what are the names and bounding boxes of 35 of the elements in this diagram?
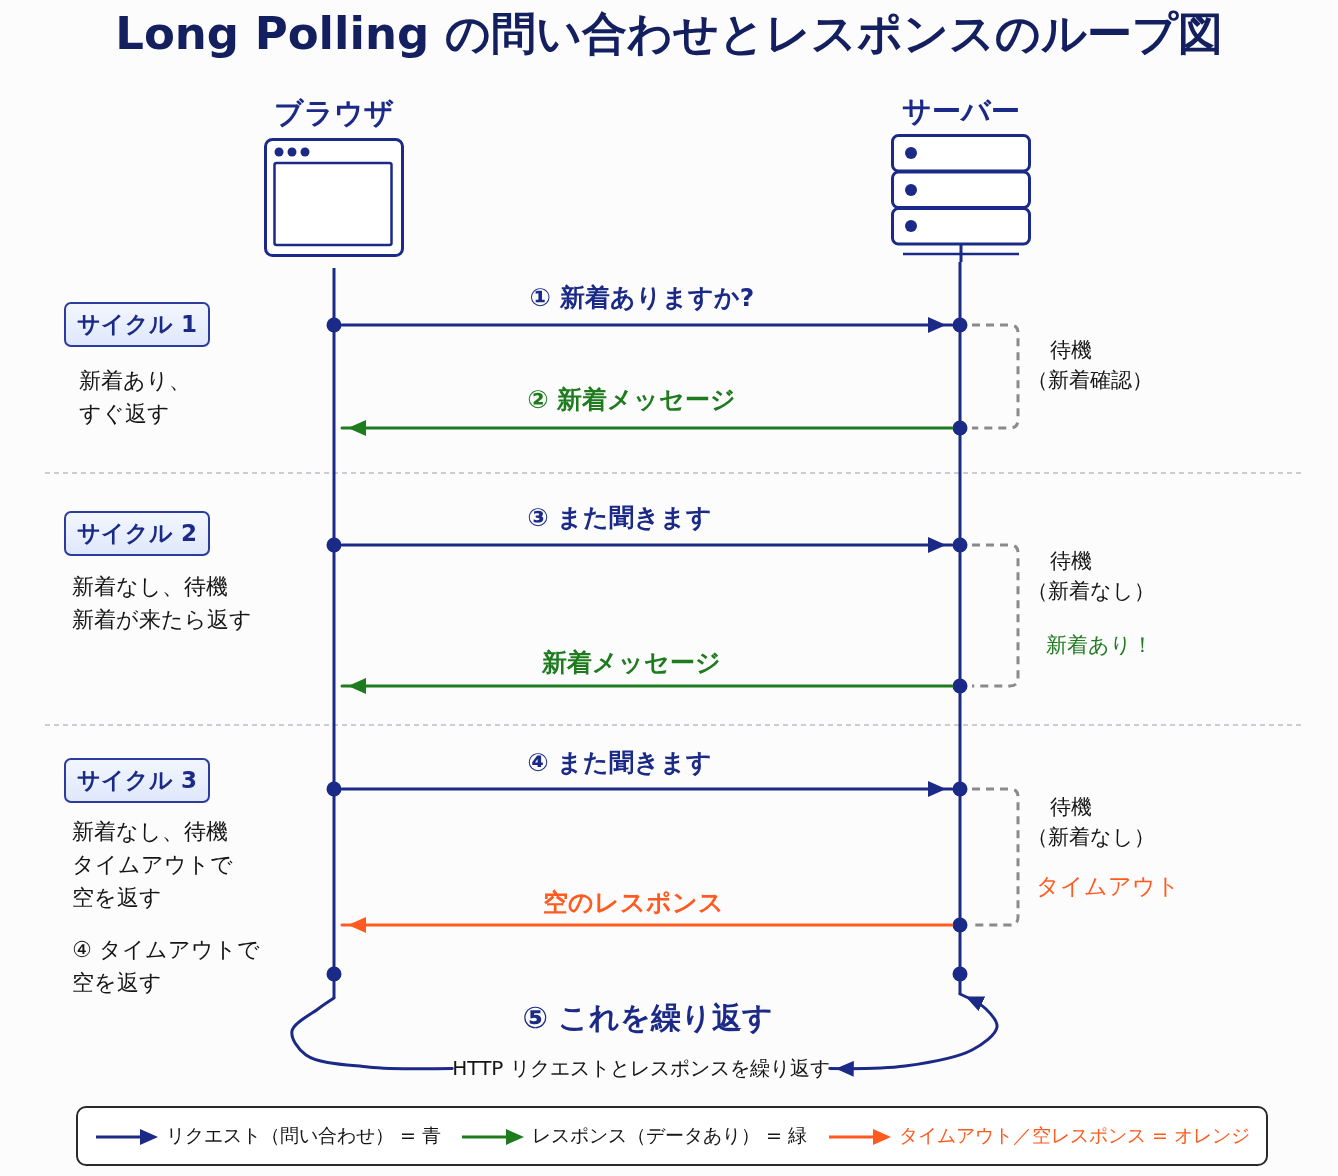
- wait-note: 待機: [1050, 794, 1092, 821]
- status-note: タイムアウト: [1036, 872, 1180, 901]
- message-arrow: [340, 917, 954, 933]
- lifeline: [952, 262, 968, 994]
- participant-label: サーバー: [902, 94, 1020, 129]
- cycle-badge: サイクル 1: [64, 302, 210, 347]
- loop-heading: ⑤ これを繰り返す: [522, 999, 774, 1037]
- cycle-description: ④ タイムアウトで空を返す: [72, 936, 261, 997]
- wait-note: （新着なし）: [1027, 824, 1155, 851]
- message-arrow: [340, 317, 954, 333]
- message-arrow: [340, 781, 954, 797]
- message-arrow: [340, 420, 954, 436]
- wait-note: 待機: [1050, 548, 1092, 575]
- lifeline: [326, 268, 342, 998]
- diagram-title: Long Polling の問い合わせとレスポンスのループ図: [115, 6, 1223, 62]
- status-note: 新着あり！: [1046, 632, 1153, 659]
- wait-note: 待機: [1050, 337, 1092, 364]
- cycle-badge: サイクル 2: [64, 511, 210, 556]
- participant-label: ブラウザ: [274, 96, 394, 131]
- message-arrow: [340, 678, 954, 694]
- loop-line: [290, 996, 454, 1071]
- message-arrow: [340, 537, 954, 553]
- legend-text: レスポンス（データあり） = 緑: [532, 1124, 807, 1148]
- wait-note: （新着確認）: [1027, 367, 1153, 394]
- legend-text: リクエスト（問い合わせ） = 青: [166, 1124, 441, 1148]
- cycle-description: 新着あり、すぐ返す: [79, 367, 192, 428]
- cycle-description: 新着が来たら返す: [72, 606, 252, 634]
- cycle-description: 新着なし、待機: [72, 818, 228, 846]
- loop-label: HTTP リクエストとレスポンスを繰り返す: [452, 1056, 830, 1081]
- legend-text: タイムアウト／空レスポンス = オレンジ: [899, 1124, 1250, 1148]
- cycle-description: 新着なし、待機: [72, 573, 228, 601]
- cycle-description: タイムアウトで空を返す: [72, 851, 234, 912]
- cycle-badge: サイクル 3: [64, 758, 210, 803]
- wait-note: （新着なし）: [1027, 578, 1155, 605]
- loop-arrow: [828, 992, 999, 1077]
